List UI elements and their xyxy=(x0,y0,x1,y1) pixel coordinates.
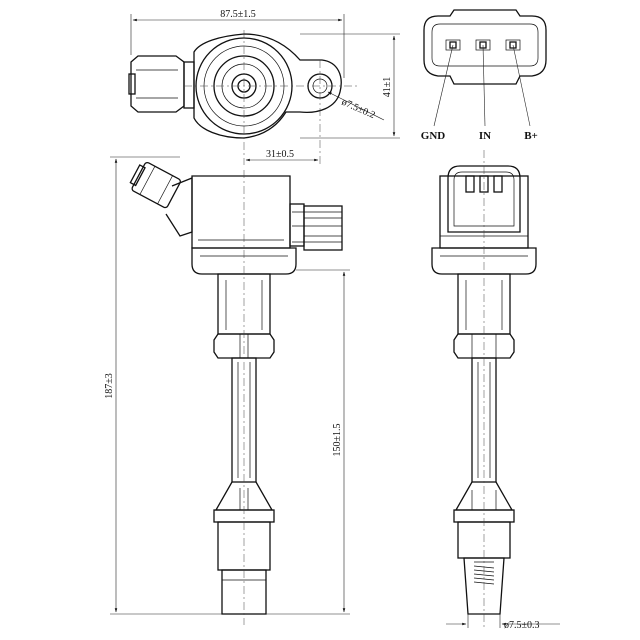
dim-height-top: 41±1 xyxy=(382,77,393,98)
dim-width-top: 87.5±1.5 xyxy=(220,9,256,20)
dim-tip-dia: ø7.5±0.3 xyxy=(504,620,540,631)
dim-total-length: 187±3 xyxy=(104,373,115,399)
top-view: 87.5±1.5 41±1 ø7.5±0.2 31±0.5 xyxy=(128,9,400,165)
dim-offset-top: 31±0.5 xyxy=(266,149,294,160)
pin-label-bplus: B+ xyxy=(524,130,538,142)
connector-view: GND IN B+ xyxy=(421,9,547,142)
pin-label-gnd: GND xyxy=(421,130,446,142)
pin-label-in: IN xyxy=(479,130,491,142)
dim-body-length: 150±1.5 xyxy=(332,424,343,457)
dim-hole-dia: ø7.5±0.2 xyxy=(340,97,377,121)
side-view: 187±3 150±1.5 xyxy=(104,156,350,625)
front-view: ø7.5±0.3 xyxy=(431,150,560,631)
